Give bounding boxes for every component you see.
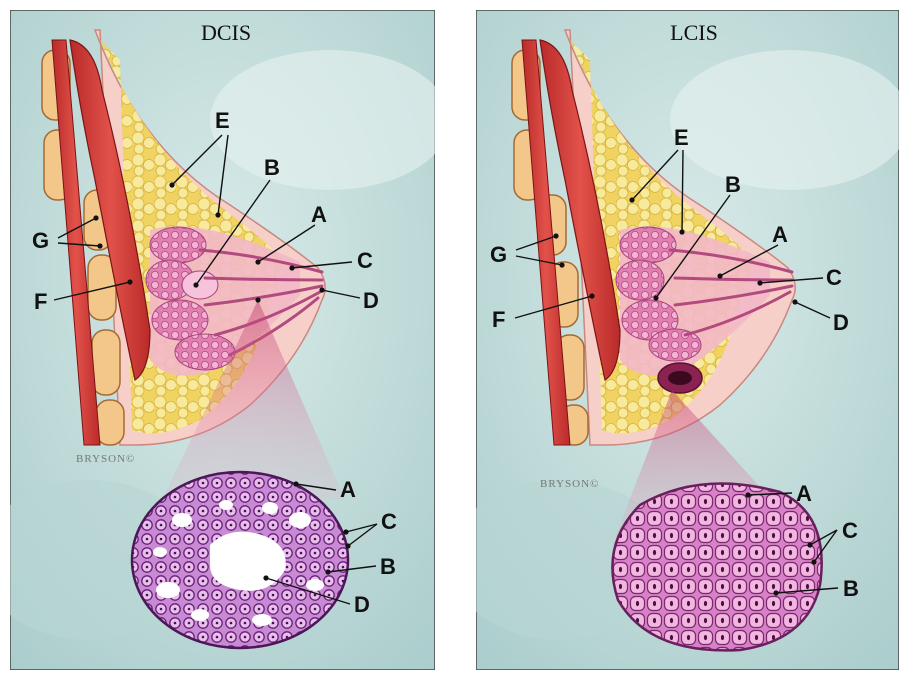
inset-label-b: B [843, 576, 859, 601]
label-a: A [311, 202, 327, 227]
inset-label-b: B [380, 554, 396, 579]
label-g: G [32, 228, 49, 253]
dcis-inset [132, 472, 348, 648]
label-c: C [826, 265, 842, 290]
inset-label-a: A [796, 481, 812, 506]
panel-lcis: LCIS BRYSON© E B A C D G F A C B [450, 10, 906, 670]
lcis-inset [612, 484, 821, 651]
label-e: E [674, 125, 689, 150]
inset-label-d: D [354, 592, 370, 617]
label-e: E [215, 108, 230, 133]
watermark: BRYSON© [76, 453, 135, 465]
inset-label-a: A [340, 477, 356, 502]
panel-dcis: DCIS BRYSON© E B A C D G F A C B D [0, 10, 450, 670]
label-b: B [264, 155, 280, 180]
panel-title: LCIS [670, 20, 718, 45]
inset-label-c: C [842, 518, 858, 543]
label-f: F [34, 289, 47, 314]
panel-title: DCIS [201, 20, 251, 45]
watermark: BRYSON© [540, 478, 599, 490]
label-c: C [357, 248, 373, 273]
label-d: D [363, 288, 379, 313]
inset-label-c: C [381, 509, 397, 534]
label-a: A [772, 222, 788, 247]
label-d: D [833, 310, 849, 335]
label-g: G [490, 242, 507, 267]
label-f: F [492, 307, 505, 332]
label-b: B [725, 172, 741, 197]
